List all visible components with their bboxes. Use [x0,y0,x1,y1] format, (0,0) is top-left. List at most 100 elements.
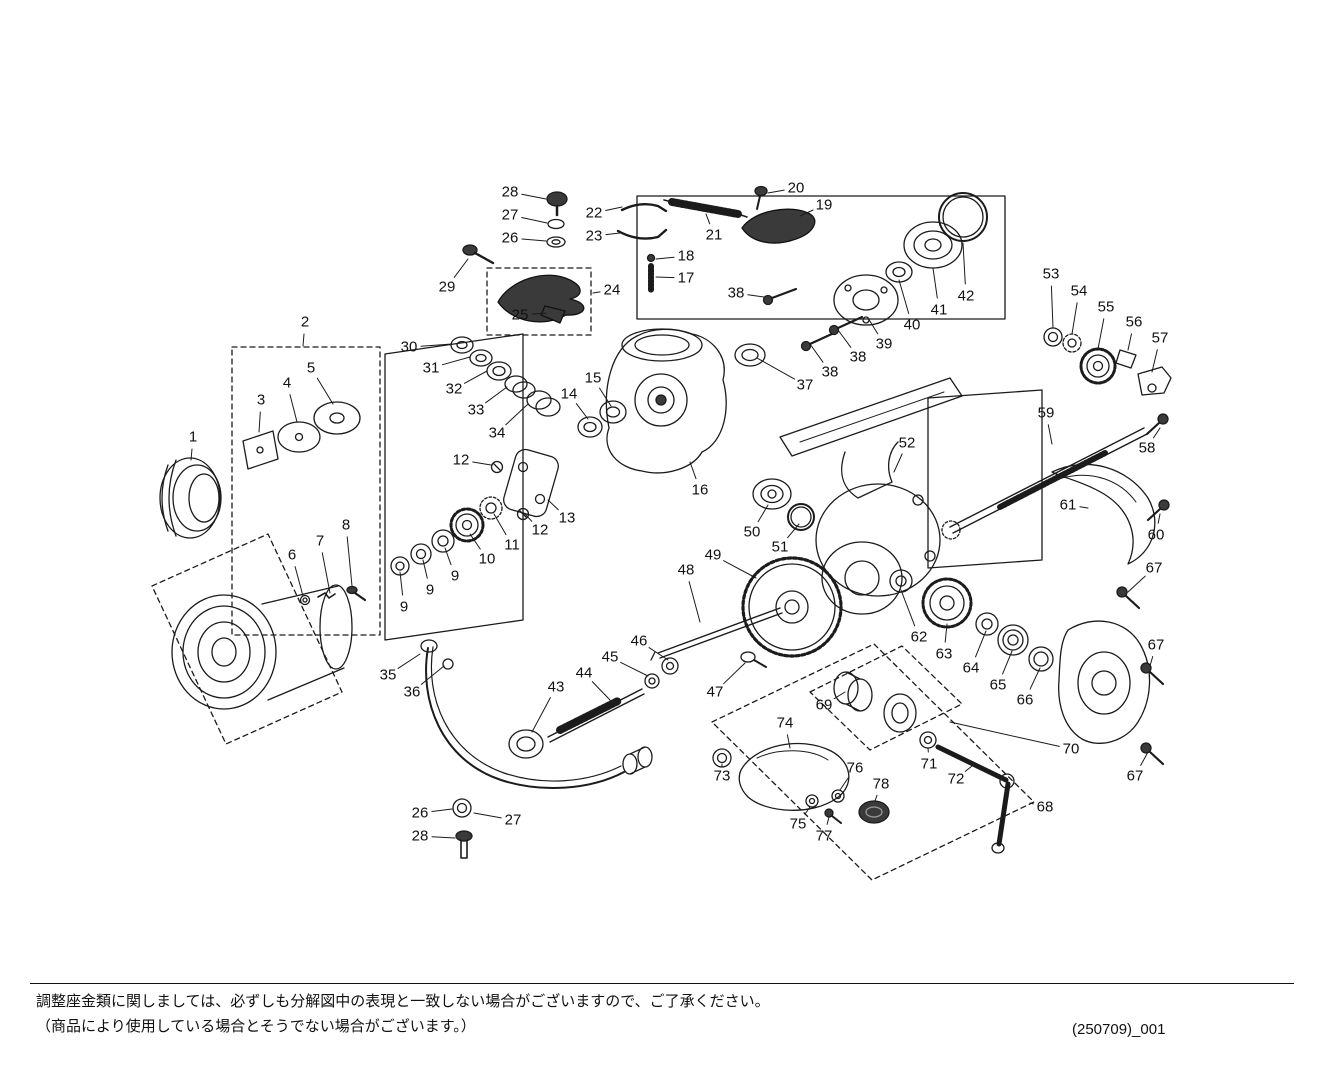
part-label-75: 75 [789,815,807,833]
part-label-12: 12 [452,451,470,469]
part-label-78: 78 [872,775,890,793]
guard-group [1051,463,1170,565]
oscillation-group [508,651,767,759]
part-label-40: 40 [903,316,921,334]
bottom-screw-group [452,798,473,859]
part-label-61: 61 [1059,496,1077,514]
part-label-7: 7 [315,532,325,550]
part-label-62: 62 [910,628,928,646]
part-label-50: 50 [743,523,761,541]
part-label-65: 65 [989,676,1007,694]
part-label-38: 38 [821,363,839,381]
handle-group [712,671,1015,854]
part-label-66: 66 [1016,691,1034,709]
part-label-19: 19 [815,196,833,214]
bail-wire-group [616,185,816,293]
part-label-28: 28 [501,183,519,201]
part-label-31: 31 [422,359,440,377]
part-label-37: 37 [796,376,814,394]
part-label-56: 56 [1125,313,1143,331]
part-label-25: 25 [511,306,529,324]
part-label-26: 26 [411,804,429,822]
part-label-10: 10 [478,550,496,568]
part-label-3: 3 [256,391,266,409]
part-label-58: 58 [1138,439,1156,457]
part-label-67: 67 [1145,559,1163,577]
body-group [752,377,963,615]
part-label-12: 12 [531,521,549,539]
part-label-54: 54 [1070,282,1088,300]
part-label-14: 14 [560,385,578,403]
oscillating-gear-group [941,327,1172,540]
part-label-9: 9 [425,581,435,599]
part-label-73: 73 [713,767,731,785]
part-label-64: 64 [962,659,980,677]
footer-note-line1: 調整座金類に関しましては、必ずしも分解図中の表現と一致しない場合がございますので… [36,993,770,1010]
part-label-52: 52 [898,434,916,452]
part-label-47: 47 [706,683,724,701]
part-label-74: 74 [776,714,794,732]
washer-stack-group [390,448,559,576]
part-label-9: 9 [450,567,460,585]
part-label-41: 41 [930,301,948,319]
part-label-38: 38 [727,284,745,302]
part-label-27: 27 [504,811,522,829]
bail-crank-group [462,191,585,324]
part-label-53: 53 [1042,265,1060,283]
bail-arm-group [420,639,653,789]
part-label-38: 38 [849,348,867,366]
part-label-16: 16 [691,481,709,499]
spool-group [171,584,367,710]
part-label-28: 28 [411,827,429,845]
part-label-6: 6 [287,546,297,564]
part-label-51: 51 [771,538,789,556]
drive-gear-group [650,556,843,661]
part-label-24: 24 [603,281,621,299]
part-label-70: 70 [1062,740,1080,758]
part-label-71: 71 [920,755,938,773]
group-boxes [151,195,1043,881]
part-label-11: 11 [504,536,520,554]
part-label-48: 48 [677,561,695,579]
part-label-13: 13 [558,509,576,527]
part-label-63: 63 [935,645,953,663]
part-label-43: 43 [547,678,565,696]
part-label-21: 21 [705,226,723,244]
rotor-group [577,328,727,474]
footer-note-line2: （商品により使用している場合とそうでない場合がございます。） [36,1018,476,1035]
part-label-76: 76 [846,759,864,777]
part-label-22: 22 [585,204,603,222]
part-label-32: 32 [445,380,463,398]
part-label-69: 69 [815,696,833,714]
part-label-67: 67 [1147,636,1165,654]
part-label-60: 60 [1147,526,1165,544]
rotor-nut-group [734,192,988,367]
part-label-20: 20 [787,179,805,197]
bearing-line-group [450,336,561,417]
part-label-59: 59 [1037,404,1055,422]
side-cover-group [1058,586,1165,766]
part-label-39: 39 [875,335,893,353]
part-label-15: 15 [584,369,602,387]
part-label-23: 23 [585,227,603,245]
footer-divider [30,983,1294,984]
part-label-33: 33 [467,401,485,419]
part-label-35: 35 [379,666,397,684]
part-label-30: 30 [400,338,418,356]
part-label-26: 26 [501,229,519,247]
part-label-44: 44 [575,664,593,682]
part-label-27: 27 [501,206,519,224]
drag-knob-group [159,401,361,539]
part-label-34: 34 [488,424,506,442]
part-label-45: 45 [601,648,619,666]
part-label-49: 49 [704,546,722,564]
part-label-8: 8 [341,516,351,534]
part-label-42: 42 [957,287,975,305]
part-label-5: 5 [306,359,316,377]
part-label-72: 72 [947,770,965,788]
part-label-55: 55 [1097,298,1115,316]
part-label-57: 57 [1151,329,1169,347]
part-label-2: 2 [300,313,310,331]
